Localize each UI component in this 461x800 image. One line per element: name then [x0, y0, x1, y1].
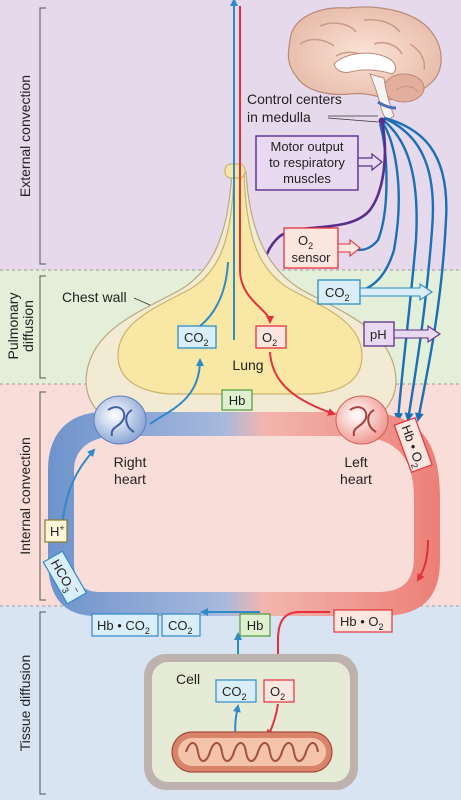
- cell-label: Cell: [176, 671, 200, 687]
- lung-co2-box: CO2: [177, 325, 217, 349]
- motor-output-box: Motor output to respiratory muscles: [255, 135, 383, 191]
- hb-box-top: Hb: [221, 389, 253, 411]
- pulmonary-label-line1: Pulmonary: [5, 293, 21, 360]
- co2-sensor-box: CO2: [317, 279, 433, 305]
- svg-text:CO2: CO2: [184, 330, 209, 348]
- external-convection-label: External convection: [17, 75, 33, 197]
- right-heart: [93, 395, 147, 445]
- right-heart-label-line2: heart: [114, 471, 146, 487]
- left-heart: [335, 395, 389, 445]
- o2-sensor-box: O2 sensor: [283, 227, 361, 269]
- svg-text:O2: O2: [270, 684, 285, 702]
- svg-text:CO2: CO2: [168, 618, 193, 636]
- svg-text:H+: H+: [50, 523, 65, 539]
- svg-text:muscles: muscles: [283, 171, 331, 186]
- ph-box: pH: [363, 321, 441, 347]
- svg-text:Hb: Hb: [229, 393, 246, 408]
- svg-text:to respiratory: to respiratory: [269, 155, 345, 170]
- left-heart-label-line1: Left: [344, 454, 367, 470]
- right-heart-label-line1: Right: [114, 454, 147, 470]
- tissue-diffusion-label: Tissue diffusion: [17, 655, 33, 752]
- pulmonary-label-line2: diffusion: [20, 300, 36, 352]
- svg-text:pH: pH: [370, 327, 387, 342]
- svg-text:Hb • CO2: Hb • CO2: [97, 618, 150, 636]
- svg-text:sensor: sensor: [291, 250, 331, 265]
- mitochondrion: [171, 731, 333, 773]
- hbco2-box: Hb • CO2: [91, 613, 159, 637]
- internal-convection-label: Internal convection: [17, 437, 33, 555]
- svg-text:O2: O2: [262, 330, 277, 348]
- svg-text:Motor output: Motor output: [271, 139, 344, 154]
- h-plus-box: H+: [44, 519, 68, 543]
- lung-o2-box: O2: [255, 325, 287, 349]
- chest-wall-label: Chest wall: [62, 289, 127, 305]
- control-centers-label-line2: in medulla: [247, 109, 311, 125]
- svg-text:CO2: CO2: [325, 285, 350, 303]
- left-heart-label-line2: heart: [340, 471, 372, 487]
- svg-text:Hb • O2: Hb • O2: [340, 614, 384, 632]
- svg-text:CO2: CO2: [222, 684, 247, 702]
- hbo2-box-bottom: Hb • O2: [333, 609, 393, 633]
- hb-box-bottom: Hb: [239, 613, 271, 637]
- cell-co2-box: CO2: [215, 679, 257, 703]
- brain: [287, 6, 442, 121]
- bottom-co2-box: CO2: [161, 613, 201, 637]
- lung-label: Lung: [232, 357, 263, 373]
- svg-text:Hb: Hb: [247, 618, 264, 633]
- cell-o2-box: O2: [263, 679, 295, 703]
- control-centers-label-line1: Control centers: [247, 91, 342, 107]
- svg-text:O2: O2: [298, 233, 313, 251]
